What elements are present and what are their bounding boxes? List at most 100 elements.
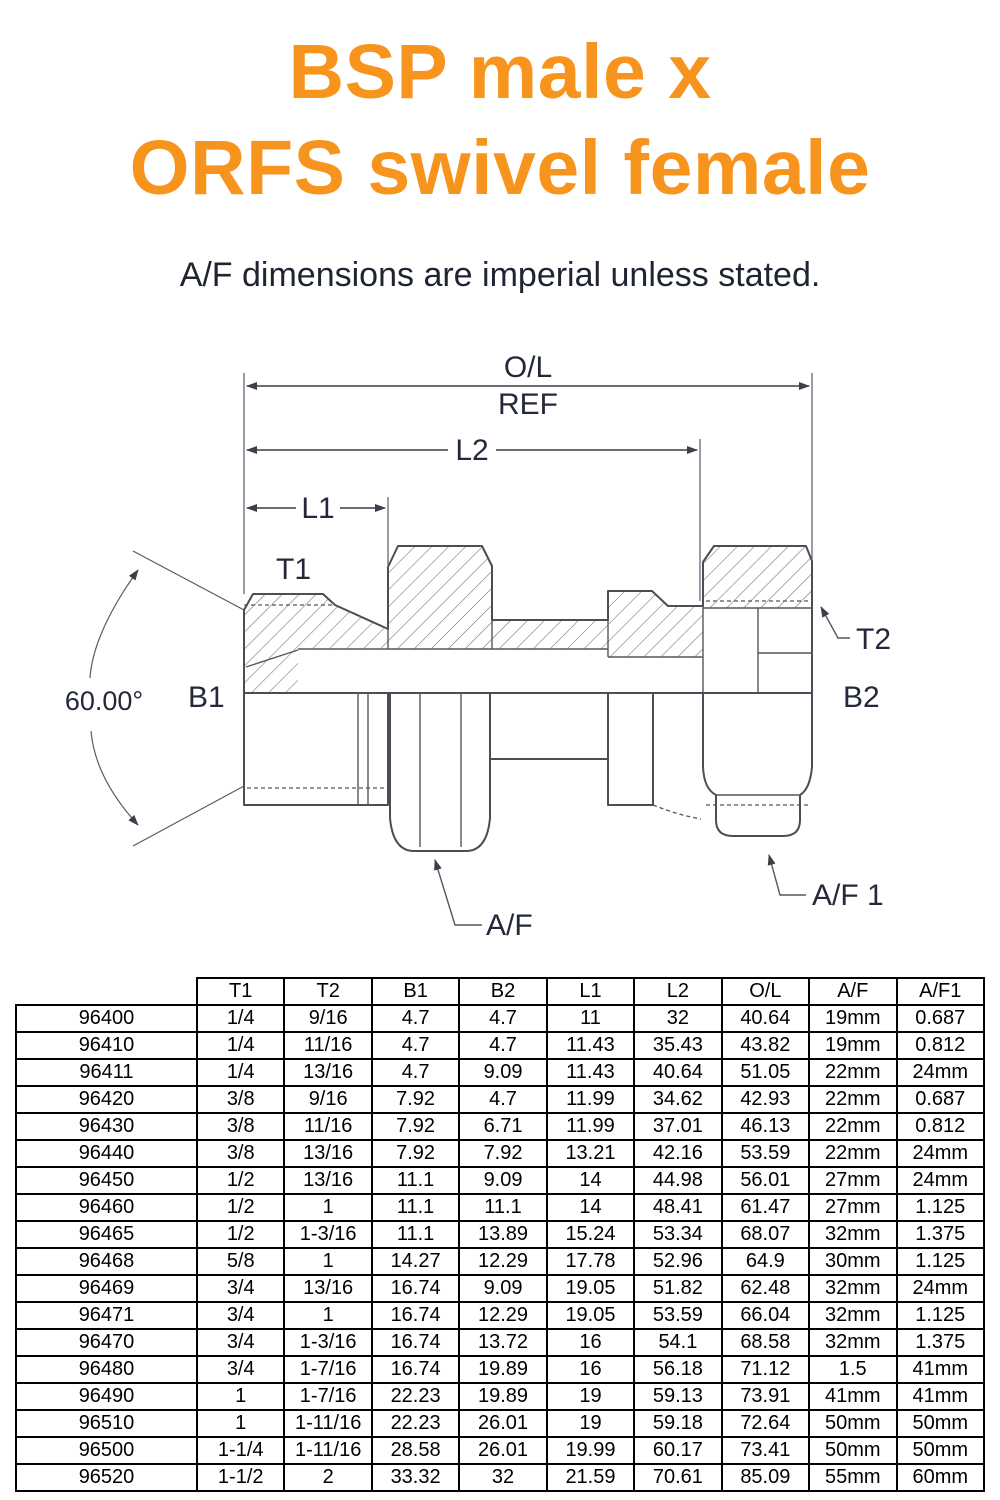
spec-value-cell: 46.13: [720, 1112, 811, 1141]
spec-value-cell: 51.05: [720, 1058, 811, 1087]
spec-value-cell: 53.59: [720, 1139, 811, 1168]
spec-value-cell: 3/8: [195, 1139, 286, 1168]
spec-value-cell: 13.72: [458, 1328, 548, 1357]
spec-value-cell: 4.7: [370, 1058, 461, 1087]
spec-value-cell: 3/8: [195, 1112, 286, 1141]
part-number-cell: 96400: [15, 1004, 198, 1033]
spec-value-cell: 16: [545, 1328, 636, 1357]
spec-value-cell: 1: [283, 1193, 373, 1222]
spec-value-cell: 54.1: [633, 1328, 723, 1357]
spec-value-cell: 16.74: [370, 1355, 461, 1384]
spec-value-cell: 32mm: [808, 1274, 898, 1303]
spec-value-cell: 50mm: [895, 1409, 985, 1438]
spec-value-cell: 9.09: [458, 1058, 548, 1087]
bore-left: [298, 649, 608, 693]
cone-construction-line2: [132, 785, 245, 847]
spec-value-cell: 0.812: [895, 1031, 985, 1060]
spec-value-cell: 16: [545, 1355, 636, 1384]
spec-value-cell: 19mm: [808, 1031, 898, 1060]
spec-value-cell: 30mm: [808, 1247, 898, 1276]
spec-value-cell: 33.32: [370, 1463, 461, 1492]
technical-drawing: O/L REF L2 L1 T1 T2 B1 B2 60.00° A/F A/F…: [0, 333, 1000, 973]
spec-value-cell: 24mm: [895, 1274, 985, 1303]
spec-value-cell: 41mm: [895, 1382, 985, 1411]
spec-value-cell: 27mm: [808, 1193, 898, 1222]
spec-value-cell: 19mm: [808, 1004, 898, 1033]
spec-value-cell: 11.43: [545, 1031, 636, 1060]
spec-value-cell: 1: [195, 1382, 286, 1411]
spec-value-cell: 11.1: [458, 1193, 548, 1222]
part-number-cell: 96410: [15, 1031, 198, 1060]
spec-value-cell: 1-3/16: [283, 1328, 373, 1357]
spec-value-cell: 16.74: [370, 1301, 461, 1330]
spec-value-cell: 1/4: [195, 1058, 286, 1087]
spec-value-cell: 1/2: [195, 1166, 286, 1195]
spec-value-cell: 1.375: [895, 1220, 985, 1249]
spec-value-cell: 16.74: [370, 1328, 461, 1357]
spec-value-cell: 1-3/16: [283, 1220, 373, 1249]
spec-value-cell: 3/4: [195, 1301, 286, 1330]
label-l1: L1: [301, 492, 334, 525]
spec-value-cell: 42.93: [720, 1085, 811, 1114]
page-title-line2: ORFS swivel female: [129, 125, 871, 211]
part-number-cell: 96520: [15, 1463, 198, 1492]
spec-value-cell: 1-7/16: [283, 1382, 373, 1411]
part-number-cell: 96500: [15, 1436, 198, 1465]
body-step-exterior: [607, 692, 654, 806]
header-b1: B1: [370, 977, 461, 1006]
label-l2: L2: [455, 434, 488, 467]
spec-value-cell: 50mm: [808, 1436, 898, 1465]
spec-value-cell: 24mm: [895, 1058, 985, 1087]
spec-value-cell: 19: [545, 1409, 636, 1438]
header-t2: T2: [283, 977, 373, 1006]
spec-value-cell: 1/4: [195, 1031, 286, 1060]
part-number-cell: 96468: [15, 1247, 198, 1276]
spec-value-cell: 59.13: [633, 1382, 723, 1411]
spec-value-cell: 50mm: [895, 1436, 985, 1465]
spec-value-cell: 66.04: [720, 1301, 811, 1330]
spec-value-cell: 13/16: [283, 1274, 373, 1303]
spec-value-cell: 0.687: [895, 1085, 985, 1114]
spec-value-cell: 60.17: [633, 1436, 723, 1465]
part-number-cell: 96465: [15, 1220, 198, 1249]
spec-value-cell: 3/4: [195, 1328, 286, 1357]
label-af1: A/F 1: [812, 879, 884, 912]
spec-value-cell: 40.64: [720, 1004, 811, 1033]
spec-value-cell: 21.59: [545, 1463, 636, 1492]
af-leader: [434, 859, 482, 926]
spec-value-cell: 53.59: [633, 1301, 723, 1330]
spec-value-cell: 32: [633, 1004, 723, 1033]
spec-value-cell: 19.89: [458, 1382, 548, 1411]
swivel-nut-exterior: [702, 692, 813, 837]
spec-value-cell: 1.125: [895, 1247, 985, 1276]
spec-value-cell: 13/16: [283, 1139, 373, 1168]
spec-value-cell: 7.92: [370, 1139, 461, 1168]
spec-value-cell: 11.43: [545, 1058, 636, 1087]
label-b2: B2: [843, 681, 880, 714]
spec-value-cell: 51.82: [633, 1274, 723, 1303]
header-ol: O/L: [720, 977, 811, 1006]
spec-value-cell: 85.09: [720, 1463, 811, 1492]
spec-value-cell: 3/8: [195, 1085, 286, 1114]
fitting-section-diagram: O/L REF L2 L1 T1 T2 B1 B2 60.00° A/F A/F…: [65, 351, 891, 942]
spec-value-cell: 43.82: [720, 1031, 811, 1060]
page-subtitle: A/F dimensions are imperial unless state…: [179, 256, 821, 294]
spec-value-cell: 56.01: [720, 1166, 811, 1195]
header-af: A/F: [808, 977, 898, 1006]
spec-value-cell: 9.09: [458, 1274, 548, 1303]
spec-value-cell: 13.89: [458, 1220, 548, 1249]
spec-value-cell: 32: [458, 1463, 548, 1492]
spec-value-cell: 1.5: [808, 1355, 898, 1384]
label-t1: T1: [276, 553, 311, 586]
spec-value-cell: 4.7: [458, 1031, 548, 1060]
spec-value-cell: 64.9: [720, 1247, 811, 1276]
spec-value-cell: 2: [283, 1463, 373, 1492]
